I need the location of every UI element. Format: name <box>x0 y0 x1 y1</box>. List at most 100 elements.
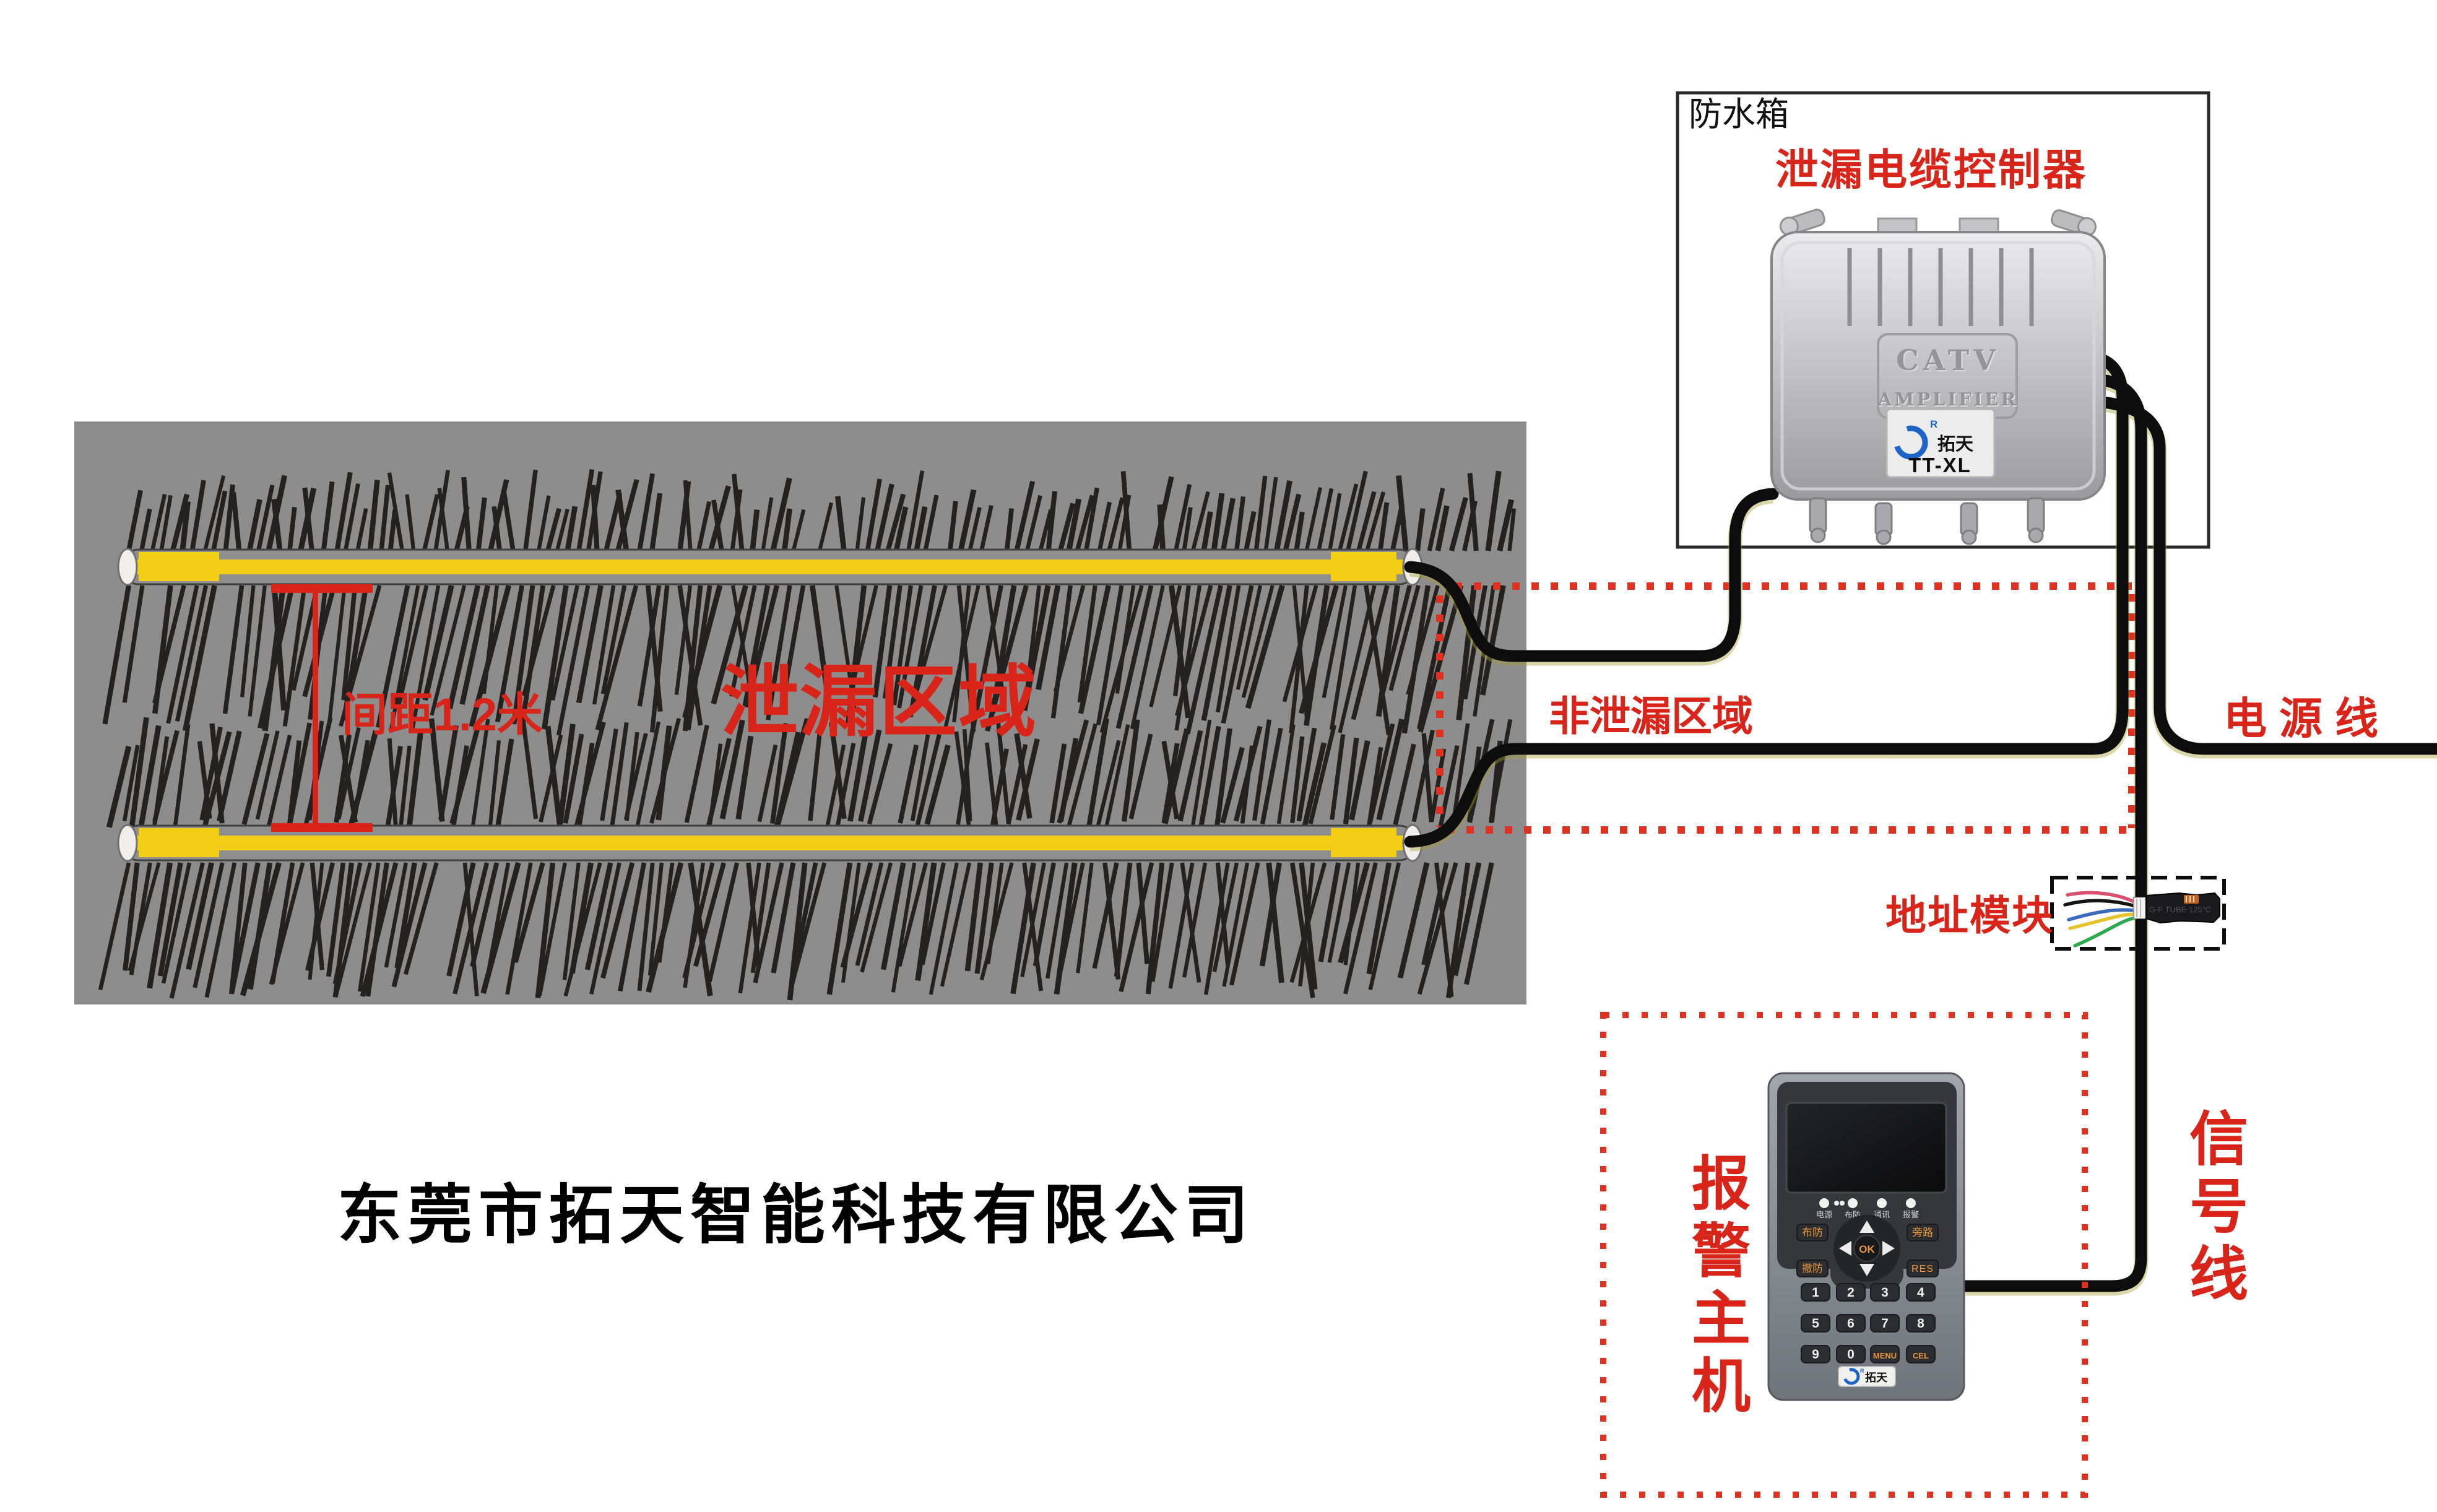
key-6 <box>1836 1314 1866 1333</box>
module-wire <box>2073 916 2137 948</box>
key-label: MENU <box>1873 1351 1897 1360</box>
key-label: 1 <box>1812 1285 1819 1300</box>
status-led-small <box>1840 1201 1845 1206</box>
rf-connector-left <box>1779 209 1825 236</box>
signal-line-label: 信号线 <box>2181 1108 2246 1310</box>
key-label: 3 <box>1881 1285 1889 1300</box>
key-7 <box>1870 1314 1900 1333</box>
key-label: 8 <box>1917 1316 1924 1331</box>
company-name: 东莞市拓天智能科技有限公司 <box>337 1180 1255 1251</box>
amplifier-label: R 拓天 TT-XL <box>1885 408 1996 478</box>
amplifier-title: CATV <box>1896 343 2000 377</box>
key-3 <box>1870 1283 1900 1302</box>
address-module: G-F TUBE 125°C <box>2050 876 2226 951</box>
address-module-label: 地址模块 <box>1885 892 2054 938</box>
leaky-cable-top <box>117 548 1423 586</box>
key-label: 9 <box>1812 1347 1819 1362</box>
status-led-small <box>1834 1201 1839 1206</box>
module-wire <box>2066 891 2137 904</box>
non-leak-area-label: 非泄漏区域 <box>1549 693 1753 739</box>
brand-reg-mark: R <box>1860 1368 1864 1374</box>
key-label: 6 <box>1847 1316 1855 1331</box>
module-wire <box>2063 899 2137 908</box>
key-label: 5 <box>1812 1316 1819 1331</box>
cable-core-block-left <box>139 828 219 857</box>
status-led <box>1906 1198 1916 1208</box>
key-label: 4 <box>1917 1285 1924 1300</box>
key-label: CEL <box>1913 1351 1929 1360</box>
waterproof-box-label: 防水箱 <box>1689 96 1789 133</box>
nav-up-icon <box>1859 1220 1874 1233</box>
non-leak-zone-dotted-boundary <box>1436 582 2136 834</box>
nav-right-icon <box>1882 1241 1895 1256</box>
controller-device: CATV AMPLIFIER R 拓天 TT-XL <box>1770 209 2106 545</box>
grass-pattern <box>98 469 1517 1001</box>
keypad-brand-label: R 拓天 <box>1838 1366 1896 1387</box>
key-label: 7 <box>1881 1316 1889 1331</box>
status-led <box>1848 1198 1858 1208</box>
wires <box>1404 353 2437 1296</box>
key-2 <box>1836 1283 1866 1302</box>
key-CEL <box>1906 1345 1936 1363</box>
led-label: 电源 <box>1816 1210 1832 1219</box>
status-led <box>1819 1198 1829 1208</box>
cable-core-block-right <box>1331 552 1396 581</box>
keypad-screen <box>1785 1102 1947 1194</box>
disarm-button-label: 撤防 <box>1802 1263 1823 1274</box>
key-4 <box>1906 1283 1936 1302</box>
amplifier-brand: 拓天 <box>1937 434 1973 454</box>
amplifier-body <box>1770 231 2106 501</box>
key-label: 2 <box>1847 1285 1855 1300</box>
module-body-text: G-F TUBE 125°C <box>2149 905 2211 914</box>
amplifier-feet <box>1809 497 2045 545</box>
cable-end-cap-left <box>117 824 138 862</box>
cable-core-block-right <box>1331 828 1396 857</box>
keypad-brand-text: 拓天 <box>1865 1371 1888 1384</box>
module-wire <box>2067 908 2137 922</box>
controller-label: 泄漏电缆控制器 <box>1775 146 2087 194</box>
spacing-dimension <box>271 584 373 832</box>
nav-ok-label: OK <box>1859 1243 1875 1255</box>
address-module-wires <box>2063 891 2137 948</box>
cable-core-block-left <box>139 552 219 581</box>
disarm-button <box>1796 1259 1829 1277</box>
leaky-cable-bottom <box>117 824 1423 862</box>
nav-left-icon <box>1839 1241 1851 1256</box>
address-module-dashed-box <box>2050 876 2226 951</box>
module-dip-switch <box>2184 895 2199 904</box>
bypass-button <box>1907 1224 1939 1242</box>
led-label: 报警 <box>1903 1210 1919 1219</box>
amplifier-model: TT-XL <box>1908 454 1972 477</box>
bypass-button-label: 旁路 <box>1912 1227 1933 1238</box>
amplifier-ribs <box>1847 248 2034 326</box>
leak-area-field <box>74 421 1526 1004</box>
nav-down-icon <box>1859 1264 1874 1276</box>
dimension-bar-top <box>271 584 373 593</box>
nav-arrows <box>1839 1220 1895 1276</box>
amplifier-subtitle: AMPLIFIER <box>1877 389 2019 410</box>
key-0 <box>1836 1345 1866 1363</box>
module-wire <box>2068 912 2137 930</box>
dimension-bar-bottom <box>271 823 373 832</box>
key-9 <box>1801 1345 1830 1363</box>
dimension-line <box>313 589 318 827</box>
cable-core-stripe <box>132 836 1410 850</box>
keypad-side-buttons: 布防 撤防 旁路 RES <box>1796 1224 1939 1277</box>
key-5 <box>1801 1314 1830 1333</box>
nav-ok-button <box>1853 1235 1881 1262</box>
spacing-label: 间距1.2米 <box>342 689 543 740</box>
alarm-host-label: 报警主机 <box>1683 1152 1749 1422</box>
arm-button-label: 布防 <box>1802 1227 1823 1238</box>
module-body <box>2145 892 2220 924</box>
cable-core-stripe <box>132 559 1410 574</box>
reset-button <box>1907 1259 1939 1277</box>
key-8 <box>1906 1314 1936 1333</box>
cable-end-cap-left <box>117 548 138 586</box>
status-led <box>1877 1198 1887 1208</box>
brand-logo-swoosh <box>1843 1368 1860 1385</box>
power-line-label: 电源线 <box>2223 694 2391 743</box>
